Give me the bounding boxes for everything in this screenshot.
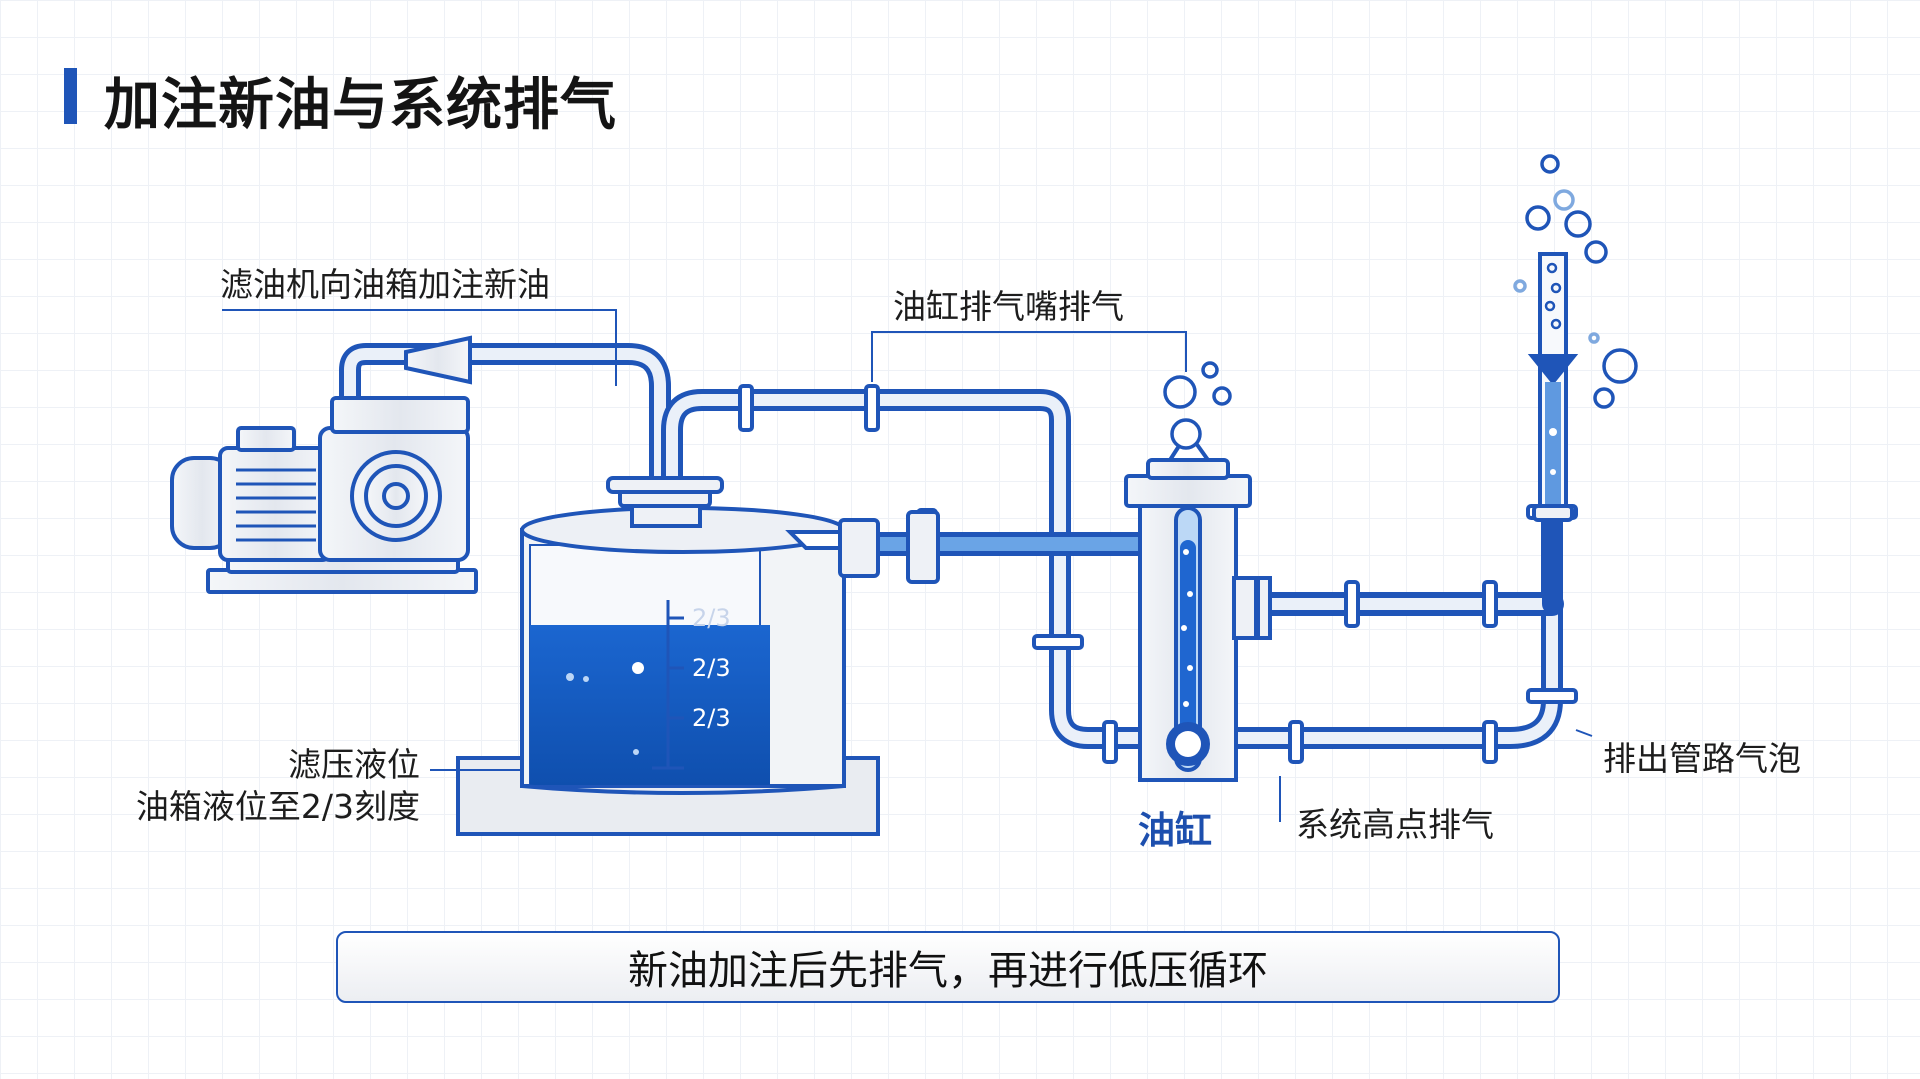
cylinder-inner-bubbles [1181, 549, 1193, 707]
cylinder-bubbles [1163, 361, 1232, 450]
scale-label-mid: 2/3 [692, 654, 731, 682]
high-point-label: 系统高点排气 [1296, 805, 1494, 844]
vent-tube-inner-bubbles [1544, 262, 1562, 330]
summary-box: 新油加注后先排气，再进行低压循环 [336, 931, 1560, 1003]
page-title: 加注新油与系统排气 [104, 73, 617, 138]
tank-level-label: 油箱液位至2/3刻度 [135, 787, 420, 826]
filter-level-label: 滤压液位 [288, 745, 420, 784]
vent-bubbles [1513, 154, 1638, 409]
cylinder-label: 油缸 [1138, 809, 1212, 852]
pipes [339, 343, 1564, 749]
summary-text: 新油加注后先排气，再进行低压循环 [628, 948, 1268, 994]
discharge-label: 排出管路气泡 [1603, 739, 1801, 778]
scale-label-top: 2/3 [692, 604, 731, 632]
scale-label-low: 2/3 [692, 704, 731, 732]
filter-machine [170, 335, 478, 594]
hydraulic-cylinder [1124, 428, 1272, 782]
fill-label: 滤油机向油箱加注新油 [220, 265, 550, 304]
cylinder-bleed-label: 油缸排气嘴排气 [893, 287, 1124, 326]
tank-scale-labels: 2/3 2/3 2/3 [692, 604, 731, 732]
leader-lines [222, 309, 1593, 822]
high-point-vent-tube [1527, 252, 1579, 522]
oil-tank [456, 476, 940, 836]
title-accent-bar [64, 68, 77, 124]
